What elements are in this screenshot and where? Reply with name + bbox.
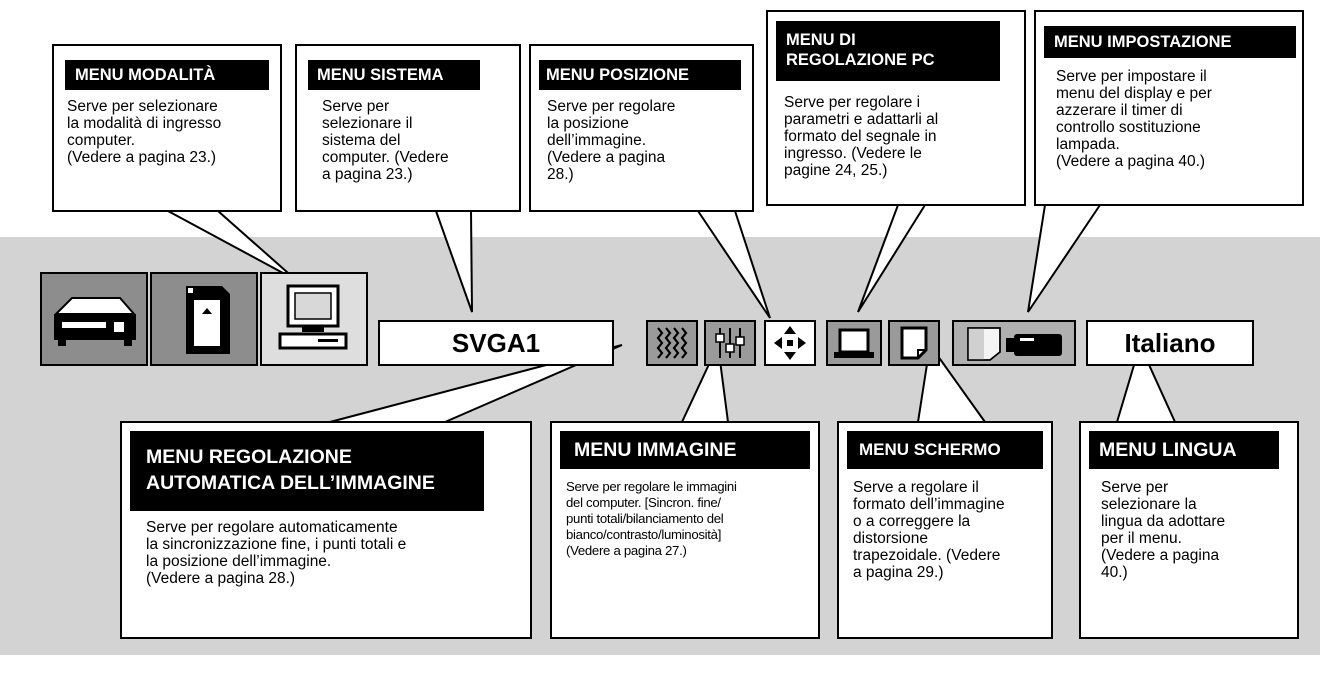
- callout-title: MENU POSIZIONE: [539, 60, 741, 90]
- callout-description: Serve per selezionare la lingua da adott…: [1101, 479, 1226, 581]
- callout-description: Serve per impostare il menu del display …: [1056, 68, 1212, 170]
- callout-menu-immagine: MENU IMMAGINE Serve per regolare le imma…: [550, 421, 820, 639]
- callout-menu-impostazione: MENU IMPOSTAZIONE Serve per impostare il…: [1034, 10, 1304, 206]
- callout-title: MENU IMPOSTAZIONE: [1044, 26, 1296, 58]
- callout-description: Serve per regolare i parametri e adattar…: [784, 94, 939, 179]
- callout-menu-posizione: MENU POSIZIONE Serve per regolare la pos…: [529, 44, 754, 212]
- image-sliders-icon: [715, 328, 745, 358]
- language-value: Italiano: [1124, 328, 1216, 358]
- callout-menu-regolazione-automatica: MENU REGOLAZIONE AUTOMATICA DELL’IMMAGIN…: [120, 421, 532, 639]
- setting-menu-button[interactable]: [952, 320, 1076, 366]
- callout-description: Serve per selezionare la modalità di ing…: [67, 98, 222, 166]
- pc-monitor-icon: [834, 328, 874, 358]
- callout-title-line: AUTOMATICA DELL’IMMAGINE: [146, 472, 435, 494]
- callout-menu-lingua: MENU LINGUA Serve per selezionare la lin…: [1079, 421, 1299, 639]
- computer-mode-button[interactable]: [260, 272, 368, 366]
- system-select-field[interactable]: SVGA1: [378, 320, 614, 366]
- callout-description: Serve a regolare il formato dell’immagin…: [853, 479, 1005, 581]
- callout-menu-regolazione-pc: MENU DI REGOLAZIONE PC Serve per regolar…: [766, 10, 1026, 206]
- auto-adjust-button[interactable]: [646, 320, 698, 366]
- callout-title-line: REGOLAZIONE PC: [786, 51, 935, 69]
- callout-title: MENU DI REGOLAZIONE PC: [776, 21, 1000, 81]
- card-mode-button[interactable]: [150, 272, 258, 366]
- callout-menu-modalita: MENU MODALITÀ Serve per selezionare la m…: [52, 44, 282, 212]
- screen-icon: [900, 326, 928, 360]
- pc-adjust-menu-button[interactable]: [826, 320, 882, 366]
- callout-description: Serve per regolare le immagini del compu…: [566, 479, 737, 558]
- image-menu-button[interactable]: [704, 320, 756, 366]
- video-deck-icon: [53, 297, 137, 346]
- setting-projector-icon: [967, 327, 1062, 361]
- callout-title: MENU IMMAGINE: [560, 431, 810, 469]
- callout-description: Serve per regolare automaticamente la si…: [146, 519, 407, 587]
- callout-title: MENU REGOLAZIONE AUTOMATICA DELL’IMMAGIN…: [130, 431, 484, 511]
- callout-title: MENU MODALITÀ: [65, 60, 269, 90]
- callout-title: MENU SISTEMA: [308, 60, 480, 90]
- callout-title-line: MENU DI: [786, 31, 856, 49]
- system-value: SVGA1: [451, 328, 541, 358]
- position-menu-button[interactable]: [764, 320, 816, 366]
- callout-title-line: MENU REGOLAZIONE: [146, 446, 352, 468]
- position-arrows-icon: [774, 326, 806, 360]
- screen-menu-button[interactable]: [888, 320, 940, 366]
- callout-description: Serve per selezionare il sistema del com…: [322, 98, 449, 183]
- language-select-field[interactable]: Italiano: [1086, 320, 1254, 366]
- video-mode-button[interactable]: [40, 272, 148, 366]
- callout-menu-schermo: MENU SCHERMO Serve a regolare il formato…: [837, 421, 1053, 639]
- callout-title: MENU SCHERMO: [847, 431, 1043, 469]
- callout-menu-sistema: MENU SISTEMA Serve per selezionare il si…: [295, 44, 521, 212]
- computer-icon: [278, 284, 348, 350]
- callout-title: MENU LINGUA: [1089, 431, 1279, 469]
- card-slot-icon: [186, 286, 230, 354]
- auto-adjust-icon: [656, 327, 688, 359]
- callout-description: Serve per regolare la posizione dell’imm…: [547, 98, 676, 183]
